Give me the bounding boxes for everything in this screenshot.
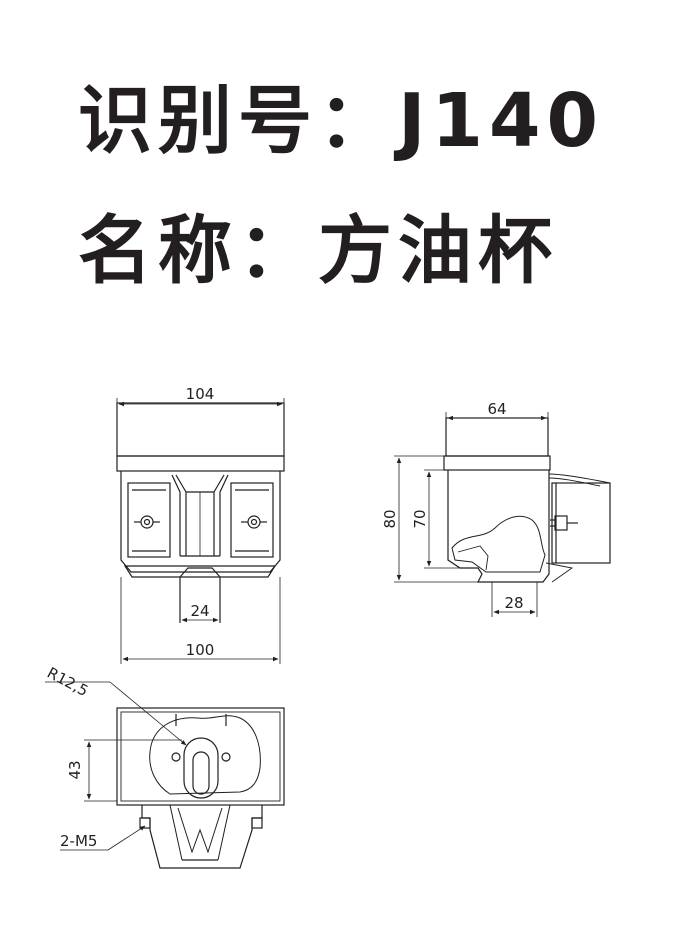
identifier-line: 识别号：J140 bbox=[78, 84, 604, 158]
product-name-line: 名称：方油杯 bbox=[78, 214, 558, 288]
top-left-hole-icon bbox=[171, 752, 181, 762]
product-name-label: 名称： bbox=[78, 208, 318, 294]
side-dim-70-label: 70 bbox=[411, 509, 429, 528]
top-right-screw-icon bbox=[251, 817, 263, 829]
front-dim-100-label: 100 bbox=[186, 641, 215, 659]
front-spring-clip bbox=[171, 474, 229, 556]
side-bolt-icon bbox=[554, 515, 568, 531]
identifier-label: 识别号： bbox=[78, 78, 398, 164]
front-cup-rim bbox=[116, 455, 285, 472]
front-bracket-frame bbox=[120, 471, 281, 573]
front-dim-104-label: 104 bbox=[186, 385, 215, 403]
side-dim-64-label: 64 bbox=[487, 400, 506, 418]
side-body bbox=[447, 470, 550, 583]
front-right-bolt-icon bbox=[241, 515, 267, 529]
side-dim-28-label: 28 bbox=[504, 594, 523, 612]
side-cup-rim bbox=[443, 455, 551, 471]
front-cup-body bbox=[116, 402, 285, 457]
top-view bbox=[45, 681, 285, 869]
front-left-bolt-icon bbox=[134, 515, 160, 529]
front-right-plate bbox=[230, 482, 274, 558]
side-view bbox=[394, 412, 611, 617]
top-radius-label: R12,5 bbox=[44, 664, 91, 700]
top-thread-label: 2-M5 bbox=[60, 832, 97, 850]
side-cutaway bbox=[451, 515, 546, 573]
top-slot bbox=[183, 737, 219, 799]
top-dim-43-label: 43 bbox=[66, 760, 84, 779]
front-dim-24-label: 24 bbox=[190, 602, 209, 620]
front-left-plate bbox=[127, 482, 171, 558]
radius-leader bbox=[109, 681, 187, 746]
front-base-plate bbox=[123, 565, 277, 578]
side-cup-body bbox=[445, 417, 549, 457]
front-view bbox=[116, 398, 285, 664]
product-name-value: 方油杯 bbox=[318, 208, 558, 294]
top-cover-outline bbox=[149, 715, 261, 795]
identifier-value: J140 bbox=[398, 78, 605, 164]
side-clamp-bracket bbox=[551, 482, 611, 564]
top-left-screw-icon bbox=[139, 817, 151, 829]
top-outer-frame bbox=[116, 707, 285, 806]
thread-leader bbox=[107, 825, 146, 851]
top-right-hole-icon bbox=[221, 752, 231, 762]
side-dim-80-label: 80 bbox=[381, 509, 399, 528]
